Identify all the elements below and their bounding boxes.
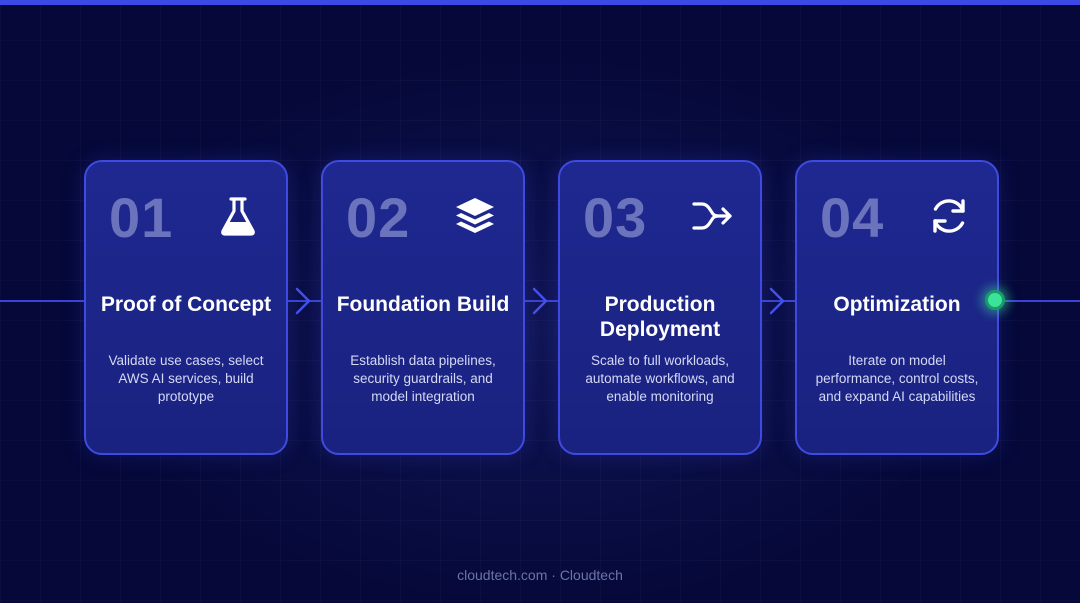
step-card-3: 03 Production Deployment Scale to full w… bbox=[558, 160, 762, 455]
step-number: 03 bbox=[583, 186, 648, 249]
step-title: Production Deployment bbox=[599, 293, 721, 341]
timeline-end-dot bbox=[985, 290, 1005, 310]
step-title: Optimization bbox=[833, 293, 961, 316]
footer-credit: cloudtech.com · Cloudtech bbox=[457, 567, 623, 583]
step-title: Foundation Build bbox=[336, 293, 510, 316]
timeline-line bbox=[0, 300, 1080, 302]
step-number: 02 bbox=[346, 186, 411, 249]
merge-arrow-icon bbox=[690, 194, 734, 238]
step-number: 01 bbox=[109, 186, 174, 249]
layers-icon bbox=[453, 194, 497, 238]
step-description: Validate use cases, select AWS AI servic… bbox=[108, 353, 264, 404]
step-card-2: 02 Foundation Build Establish data pipel… bbox=[321, 160, 525, 455]
refresh-icon bbox=[927, 194, 971, 238]
step-description: Establish data pipelines, security guard… bbox=[350, 353, 496, 404]
step-description: Iterate on model performance, control co… bbox=[815, 353, 979, 404]
flask-icon bbox=[216, 194, 260, 238]
step-description: Scale to full workloads, automate workfl… bbox=[585, 353, 735, 404]
chevron-right-icon bbox=[768, 286, 786, 316]
step-card-4: 04 Optimization Iterate on model perform… bbox=[795, 160, 999, 455]
top-accent-bar bbox=[0, 0, 1080, 5]
step-number: 04 bbox=[820, 186, 885, 249]
chevron-right-icon bbox=[531, 286, 549, 316]
step-card-1: 01 Proof of Concept Validate use cases, … bbox=[84, 160, 288, 455]
step-title: Proof of Concept bbox=[100, 293, 272, 316]
chevron-right-icon bbox=[294, 286, 312, 316]
